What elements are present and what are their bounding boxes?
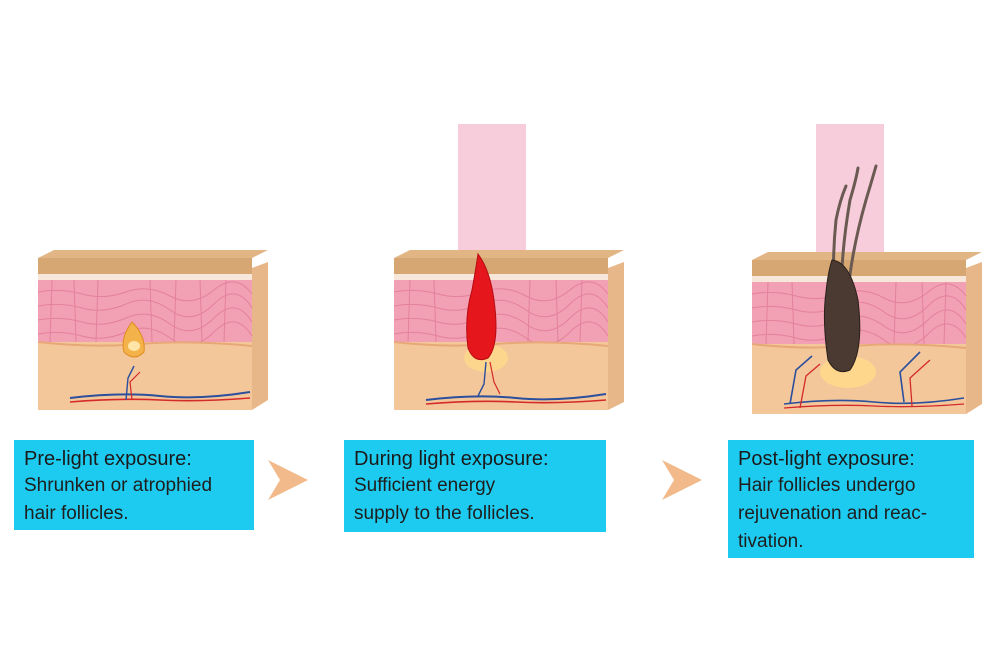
caption-description: Sufficient energy supply to the follicle… [354, 475, 535, 524]
chevron-right-icon [268, 460, 308, 500]
chevron-right-icon [662, 460, 702, 500]
caption-title: Post-light exposure: [738, 448, 915, 470]
light-beam [458, 124, 526, 264]
caption-title: Pre-light exposure: [24, 448, 192, 470]
caption-post-light: Post-light exposure: Hair follicles unde… [728, 440, 974, 558]
light-beam [816, 124, 884, 264]
caption-pre-light: Pre-light exposure: Shrunken or atrophie… [14, 440, 254, 530]
caption-description: Shrunken or atrophied hair follicles. [24, 475, 213, 524]
caption-during-light: During light exposure: Sufficient energy… [344, 440, 606, 532]
caption-title: During light exposure: [354, 448, 549, 470]
caption-description: Hair follicles undergo rejuvenation and … [738, 475, 928, 552]
